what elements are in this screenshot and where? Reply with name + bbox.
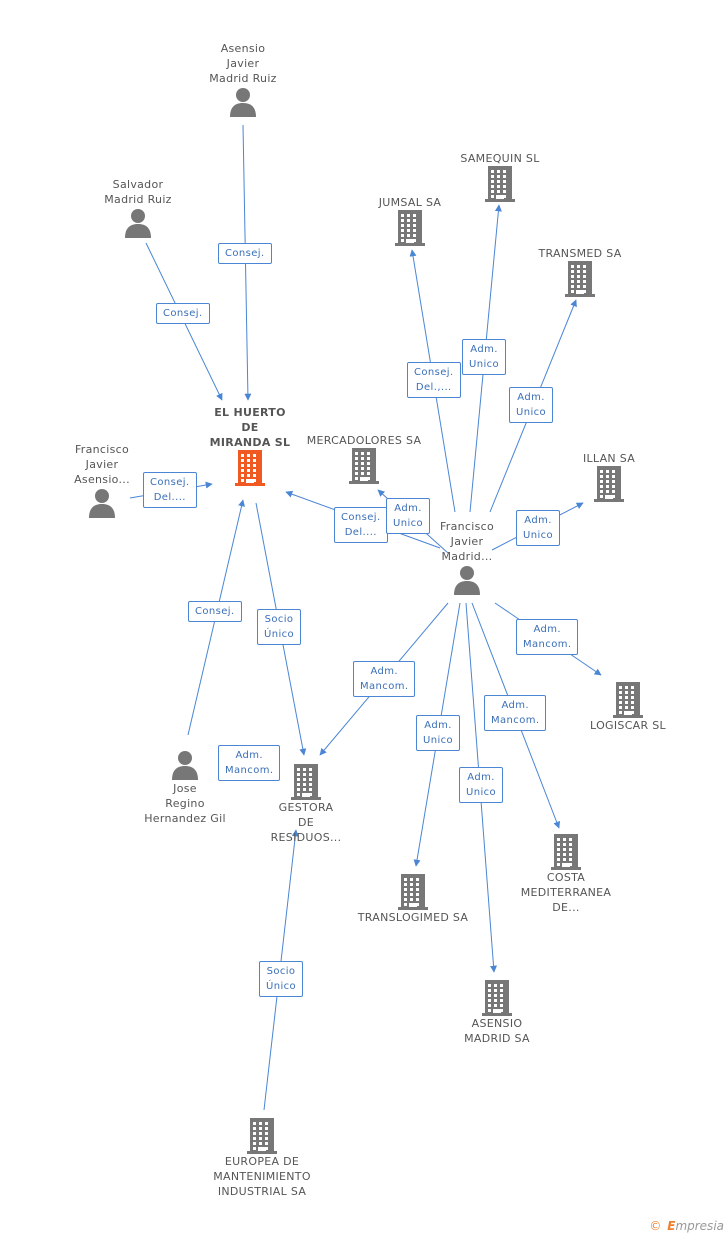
building-icon <box>333 874 493 910</box>
brand-initial: E <box>667 1219 676 1233</box>
node-label: Asensio Javier Madrid Ruiz <box>209 42 277 85</box>
company-node-transmed[interactable]: TRANSMED SA <box>500 246 660 297</box>
company-node-jumsal[interactable]: JUMSAL SA <box>330 195 490 246</box>
building-icon <box>284 448 444 484</box>
node-label: EL HUERTO DE MIRANDA SL <box>209 406 291 449</box>
person-icon <box>105 749 265 781</box>
building-icon <box>330 210 490 246</box>
person-node-jose[interactable]: Jose Regino Hernandez Gil <box>105 749 265 826</box>
node-label: JUMSAL SA <box>378 196 442 209</box>
person-node-asensio_jmr[interactable]: Asensio Javier Madrid Ruiz <box>163 41 323 118</box>
node-label: MERCADOLORES SA <box>306 434 422 447</box>
node-label: ASENSIO MADRID SA <box>464 1017 530 1045</box>
node-label: GESTORA DE RESIDUOS... <box>270 801 342 844</box>
node-label: Francisco Javier Asensio... <box>74 443 130 486</box>
relation-label-fjm-to-translogimed[interactable]: Adm. Unico <box>416 715 461 751</box>
company-node-translogimed[interactable]: TRANSLOGIMED SA <box>333 874 493 925</box>
building-icon <box>486 834 646 870</box>
person-node-fjm[interactable]: Francisco Javier Madrid... <box>387 519 547 596</box>
node-label: LOGISCAR SL <box>590 719 666 732</box>
brand-logo[interactable]: Empresia <box>667 1219 724 1233</box>
building-icon <box>500 261 660 297</box>
relation-label-jose-to-huerto[interactable]: Consej. <box>188 600 242 622</box>
relation-label-fjm-to-samequin[interactable]: Adm. Unico <box>462 339 507 375</box>
node-label: TRANSMED SA <box>538 247 622 260</box>
person-icon <box>22 487 182 519</box>
person-icon <box>58 207 218 239</box>
company-node-costa[interactable]: COSTA MEDITERRANEA DE... <box>486 834 646 915</box>
relation-label-fjm-to-logiscar[interactable]: Adm. Mancom. <box>516 619 579 655</box>
company-node-mercadolores[interactable]: MERCADOLORES SA <box>284 433 444 484</box>
company-node-europea[interactable]: EUROPEA DE MANTENIMIENTO INDUSTRIAL SA <box>182 1118 342 1199</box>
node-label: EUROPEA DE MANTENIMIENTO INDUSTRIAL SA <box>213 1155 311 1198</box>
node-label: ILLAN SA <box>582 452 636 465</box>
building-icon <box>529 466 689 502</box>
company-node-illan[interactable]: ILLAN SA <box>529 451 689 502</box>
building-icon <box>548 682 708 718</box>
company-node-samequin[interactable]: SAMEQUIN SL <box>420 151 580 202</box>
node-label: COSTA MEDITERRANEA DE... <box>520 871 612 914</box>
node-label: SAMEQUIN SL <box>460 152 540 165</box>
relation-label-fjm-to-huerto[interactable]: Consej. Del.... <box>334 507 388 543</box>
building-icon <box>420 166 580 202</box>
building-icon <box>226 764 386 800</box>
brand-rest: mpresia <box>675 1219 724 1233</box>
relation-label-asensio_jmr-to-huerto[interactable]: Consej. <box>218 242 272 264</box>
node-label: Salvador Madrid Ruiz <box>104 178 172 206</box>
node-label: TRANSLOGIMED SA <box>357 911 469 924</box>
relation-label-europea-to-gestora[interactable]: Socio Único <box>259 961 304 997</box>
copyright-symbol: © <box>649 1219 662 1233</box>
relation-label-huerto-to-gestora[interactable]: Socio Único <box>257 609 302 645</box>
building-icon <box>417 980 577 1016</box>
footer: © Empresia <box>649 1219 724 1233</box>
relation-label-fjm-to-illan[interactable]: Adm. Unico <box>516 510 561 546</box>
building-icon <box>182 1118 342 1154</box>
person-icon <box>387 564 547 596</box>
relation-label-fjm-to-jumsal[interactable]: Consej. Del.,... <box>407 362 461 398</box>
relation-label-fjm-to-costa[interactable]: Adm. Mancom. <box>484 695 547 731</box>
relation-label-fja-to-huerto[interactable]: Consej. Del.... <box>143 472 197 508</box>
company-node-logiscar[interactable]: LOGISCAR SL <box>548 682 708 733</box>
building-icon <box>170 450 330 486</box>
relation-label-fjm-to-gestora[interactable]: Adm. Mancom. <box>353 661 416 697</box>
company-node-asensio_sa[interactable]: ASENSIO MADRID SA <box>417 980 577 1046</box>
relation-label-fjm-to-asensio_sa[interactable]: Adm. Unico <box>459 767 504 803</box>
company-node-gestora[interactable]: GESTORA DE RESIDUOS... <box>226 764 386 845</box>
node-label: Francisco Javier Madrid... <box>439 520 495 563</box>
person-node-salvador[interactable]: Salvador Madrid Ruiz <box>58 177 218 239</box>
relation-label-salvador-to-huerto[interactable]: Consej. <box>156 302 210 324</box>
person-node-fja[interactable]: Francisco Javier Asensio... <box>22 442 182 519</box>
node-label: Jose Regino Hernandez Gil <box>144 782 226 825</box>
relation-label-fjm-to-mercadolores[interactable]: Adm. Unico <box>386 498 431 534</box>
company-node-huerto[interactable]: EL HUERTO DE MIRANDA SL <box>170 405 330 486</box>
relation-label-jose-to-gestora[interactable]: Adm. Mancom. <box>218 745 281 781</box>
relation-label-fjm-to-transmed[interactable]: Adm. Unico <box>509 387 554 423</box>
person-icon <box>163 86 323 118</box>
